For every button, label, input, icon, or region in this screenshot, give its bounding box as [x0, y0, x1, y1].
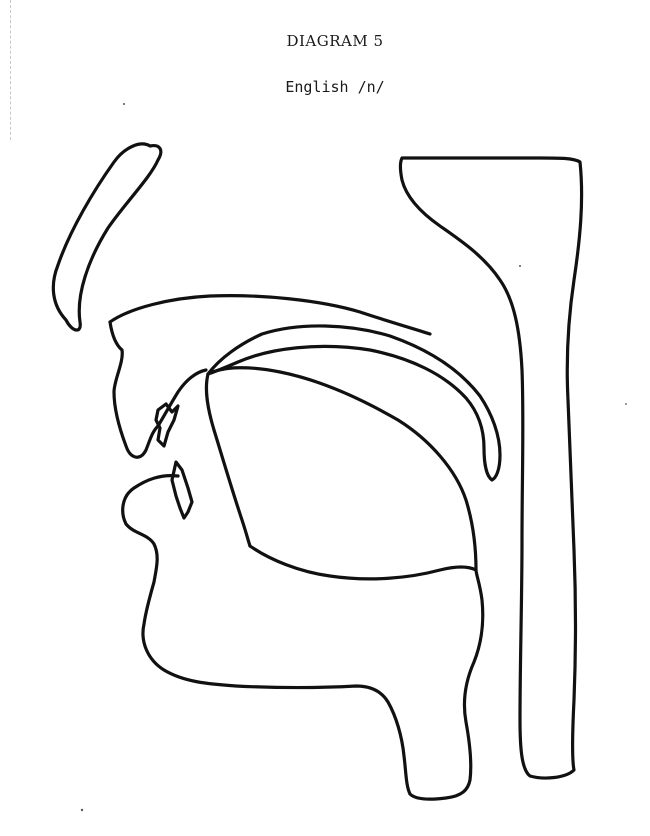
lower-jaw-outline — [123, 476, 483, 800]
velum-outline — [208, 326, 500, 480]
scan-speck — [519, 265, 521, 267]
scan-speck — [81, 809, 83, 811]
lower-incisor — [172, 462, 192, 518]
pharynx-outline — [401, 158, 582, 778]
scan-speck — [625, 403, 627, 405]
scan-speck — [123, 103, 125, 105]
tongue-blade-line — [206, 374, 250, 546]
tongue-outline — [208, 368, 476, 579]
nose-outline — [53, 144, 160, 330]
